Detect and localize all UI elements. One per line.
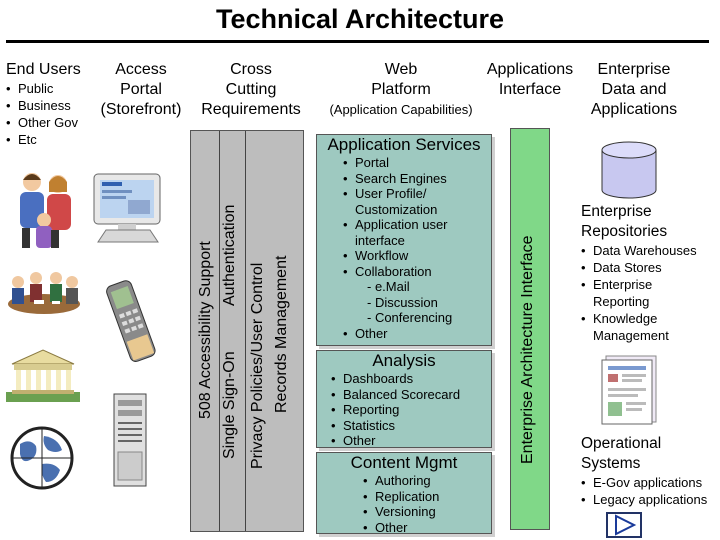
list-item: Etc [6,131,81,148]
server-tower-icon [113,393,147,487]
accessibility-support-label: 508 Accessibility Support [197,241,214,419]
list-item: Public [6,80,81,97]
list-item: Customization [355,201,438,217]
government-building-icon [6,349,80,402]
list-item: - Discussion [367,294,438,310]
analysis-box: Analysis Dashboards Balanced Scorecard R… [316,350,492,448]
mobile-phone-icon [106,280,156,362]
list-item: Other Gov [6,114,81,131]
cross-cutting-band: 508 Accessibility Support Single Sign-On… [190,130,304,532]
enterprise-repositories-block: Enterprise Repositories Data Warehouses … [581,202,697,344]
end-users-list: Public Business Other Gov Etc [6,80,81,148]
list-item: Replication [363,489,491,505]
computer-monitor-icon [93,173,161,243]
list-item: Other [343,326,491,342]
list-item: Legacy applications [581,491,707,508]
database-cylinder-icon [601,141,657,199]
list-item: Search Engines [343,171,491,187]
list-item: Business [6,97,81,114]
list-item: Balanced Scorecard [331,387,491,403]
list-item: E-Gov applications [581,474,707,491]
list-item: Management [593,328,669,343]
end-users-heading: End Users [6,61,81,78]
meeting-icon [8,272,80,314]
list-item: Dashboards [331,371,491,387]
list-item: Portal [343,155,491,171]
report-document-icon [601,355,657,425]
list-item: Enterprise [581,276,697,293]
cross-cutting-heading: Cross Cutting Requirements [201,61,301,118]
content-mgmt-heading: Content Mgmt [350,453,458,472]
list-item: Other [363,520,491,536]
list-item: Knowledge [581,310,697,327]
application-services-list: PortalSearch EnginesUser Profile/Customi… [343,155,491,341]
list-item: Application user [343,217,491,233]
list-item: Data Stores [581,259,697,276]
title-rule [6,40,709,43]
enterprise-data-heading: Enterprise Data and Applications [590,61,678,118]
authentication-label: Authentication [221,204,238,306]
content-mgmt-box: Content Mgmt Authoring Replication Versi… [316,452,492,535]
page-title: Technical Architecture [215,4,505,34]
privacy-policies-label: Privacy Policies/User Control [249,262,266,469]
list-item: interface [355,232,405,248]
enterprise-architecture-interface-band: Enterprise Architecture Interface [510,128,550,530]
globe-icon [10,426,74,490]
analysis-list: Dashboards Balanced Scorecard Reporting … [331,371,491,449]
enterprise-architecture-interface-label: Enterprise Architecture Interface [519,235,536,464]
single-sign-on-label: Single Sign-On [221,351,238,459]
divider [245,131,246,531]
list-item: - e.Mail [367,279,410,294]
application-services-box: Application Services PortalSearch Engine… [316,134,492,346]
list-item: User Profile/ [343,186,491,202]
list-item: Versioning [363,504,491,520]
records-management-label: Records Management [273,255,290,413]
analysis-heading: Analysis [372,351,436,370]
list-item: Reporting [331,402,491,418]
divider [219,131,220,531]
list-item: Reporting [593,294,650,309]
list-item: Other [331,433,491,449]
list-item: - Conferencing [367,310,453,325]
access-portal-heading: Access Portal (Storefront) [100,61,182,118]
end-users-block: End Users Public Business Other Gov Etc [6,60,81,148]
list-item: Workflow [343,248,491,264]
enterprise-repositories-list: Data Warehouses Data Stores Enterprise R… [581,242,697,344]
list-item: Authoring [363,473,491,489]
applications-interface-heading: Applications Interface [486,61,574,98]
enterprise-repositories-heading: Enterprise [581,203,652,220]
operational-systems-block: Operational Systems E-Gov applications L… [581,434,707,508]
list-item: Statistics [331,418,491,434]
content-mgmt-list: Authoring Replication Versioning Other [363,473,491,535]
list-item: Data Warehouses [581,242,697,259]
application-services-heading: Application Services [327,135,481,154]
family-icon [20,173,71,248]
play-button-icon[interactable] [606,512,642,538]
operational-systems-list: E-Gov applications Legacy applications [581,474,707,508]
list-item: Collaboration [343,264,491,280]
operational-systems-heading: Operational [581,435,662,452]
web-platform-heading: Web Platform (Application Capabilities) [329,61,473,117]
